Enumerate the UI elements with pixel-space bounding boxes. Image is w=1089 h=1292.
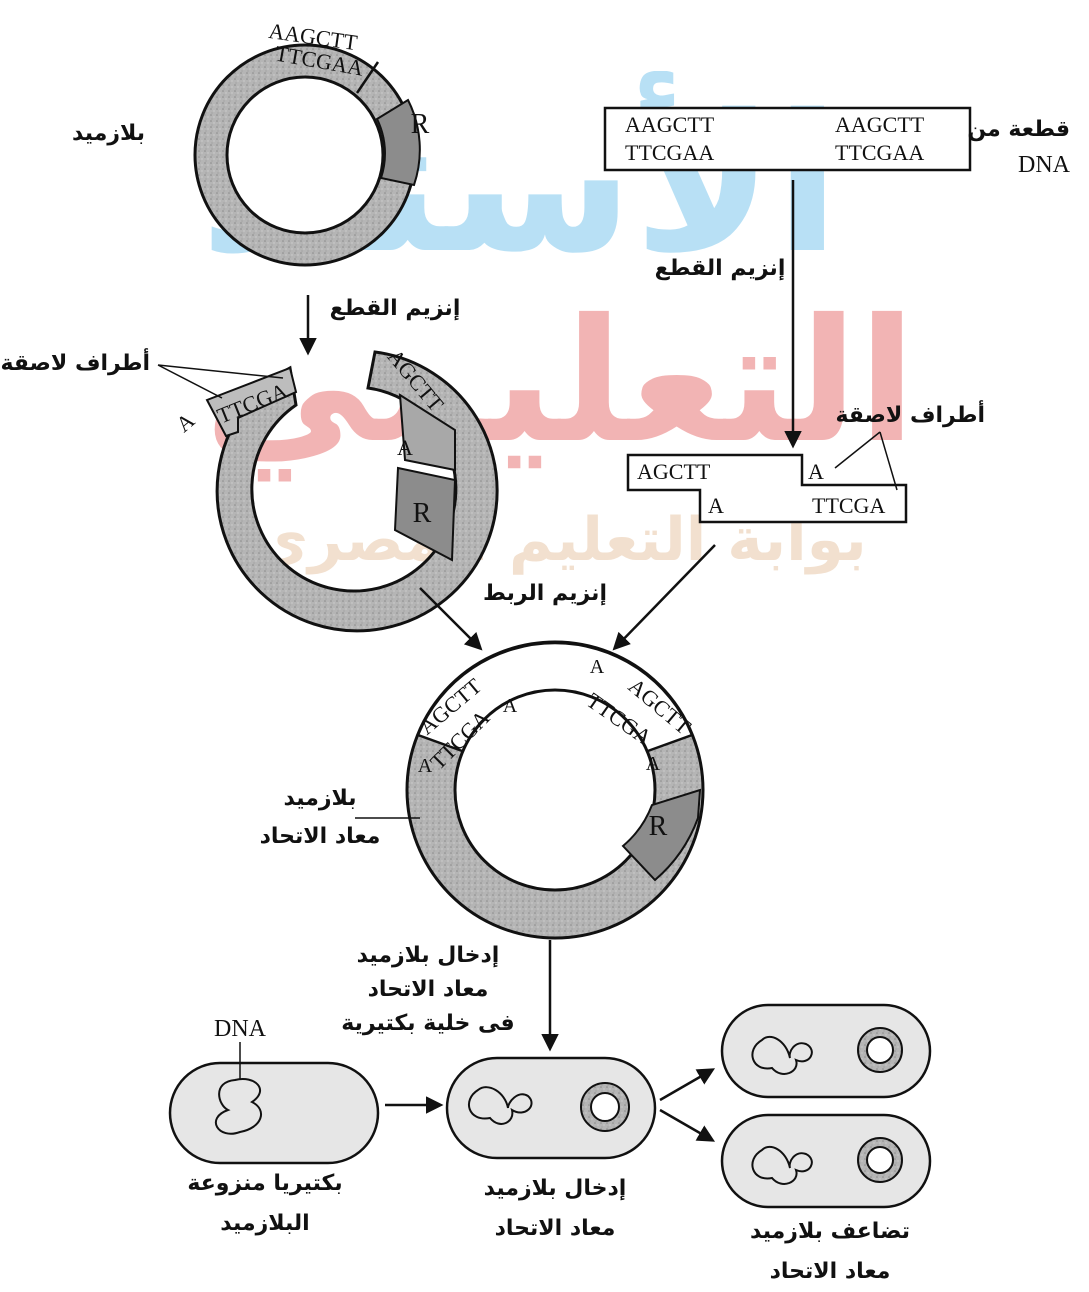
bacterium-1: DNA بكتيريا منزوعة البلازميد xyxy=(168,1016,380,1236)
bacterium-3-label-2: معاد الاتحاد xyxy=(770,1259,891,1284)
cut-fragment-top-left: AGCTT xyxy=(637,459,711,484)
sticky-ends-left-pointer xyxy=(157,364,284,399)
bacterium-1-body xyxy=(168,1061,380,1165)
sticky-ends-right: أطراف لاصقة xyxy=(835,399,985,428)
rec-left-a-outer: A xyxy=(418,755,433,777)
cut-left-base: A xyxy=(171,408,199,437)
cut-fragment-shape xyxy=(626,453,908,524)
ligase-arrow-right xyxy=(612,544,716,651)
recombinant-label-2: معاد الاتحاد xyxy=(260,824,381,849)
plasmid-label: بلازميد xyxy=(72,121,145,146)
insertion-line-2: معاد الاتحاد xyxy=(368,977,489,1002)
bacteria-dna-label: DNA xyxy=(214,1016,267,1042)
dna-fragment-box xyxy=(603,106,972,172)
ligase-label: إنزيم الربط xyxy=(483,581,607,606)
plasmid-hole xyxy=(225,75,385,235)
dna-left-bottom: TTCGAA xyxy=(625,140,714,165)
bacterium-2-dna xyxy=(468,1086,533,1125)
replicate-arrow-down xyxy=(659,1108,716,1142)
cut-fragment-bottom-left: A xyxy=(708,493,724,518)
bacterium-3a xyxy=(720,1003,932,1099)
cut-plasmid-gene-r: R xyxy=(413,498,432,529)
sticky-ends-left: أطراف لاصقة xyxy=(0,347,150,376)
dna-fragment-label-2: DNA xyxy=(1018,152,1071,178)
cut-plasmid-left-end xyxy=(205,366,298,438)
rec-right-a-inner: A xyxy=(646,753,661,775)
dna-right-top: AAGCTT xyxy=(835,112,925,137)
insertion-line-3: فى خلية بكتيرية xyxy=(341,1011,514,1036)
dna-fragment-label-1: قطعة من xyxy=(967,117,1070,142)
bacterium-2: إدخال بلازميد معاد الاتحاد xyxy=(445,1056,657,1241)
recombinant-hole xyxy=(453,688,657,892)
cut-enzyme-left: إنزيم القطع xyxy=(330,296,461,321)
cut-plasmid-right-end xyxy=(398,393,456,472)
ligase-arrow-left xyxy=(419,587,483,651)
recombinant-r-segment xyxy=(621,788,702,882)
insertion-line-1: إدخال بلازميد xyxy=(357,943,500,968)
bacterium-1-dna xyxy=(215,1078,263,1135)
bacterium-1-label-2: البلازميد xyxy=(220,1211,309,1236)
cut-right-base: A xyxy=(397,435,413,460)
dna-left-top: AAGCTT xyxy=(625,112,715,137)
sticky-ends-right-pointer xyxy=(834,431,898,491)
dna-right-bottom: TTCGAA xyxy=(835,140,924,165)
cut-enzyme-right: إنزيم القطع xyxy=(655,256,786,281)
bacterium-1-label-1: بكتيريا منزوعة xyxy=(187,1171,342,1196)
bacterium-2-label-1: إدخال بلازميد xyxy=(484,1176,627,1201)
bacterium-3a-dna xyxy=(751,1035,813,1075)
plasmid-gene-r-segment xyxy=(375,98,421,187)
recombinant-gene-r: R xyxy=(649,811,668,842)
plasmid-gene-r: R xyxy=(411,109,430,140)
bacterium-3b xyxy=(720,1113,932,1209)
cut-plasmid: TTCGA A AGCTT A R xyxy=(171,344,499,633)
rec-right-a-outer: A xyxy=(590,656,605,678)
cut-plasmid-ring xyxy=(215,350,499,633)
plasmid: R AAGCTT TTCGAA بلازميد xyxy=(72,18,430,267)
watermark-line2: التعليمي xyxy=(204,283,916,482)
replicate-arrow-up xyxy=(659,1068,716,1102)
cut-plasmid-r-segment xyxy=(393,466,457,562)
recombinant-plasmid: R AGCTT TTCGA A A AGCTT TTCGA A A xyxy=(405,640,705,940)
cut-fragment-top-right: A xyxy=(808,459,824,484)
bacterium-2-label-2: معاد الاتحاد xyxy=(495,1216,616,1241)
recombinant-label-1: بلازميد xyxy=(284,786,357,811)
cut-fragment: AGCTT A A TTCGA xyxy=(626,453,908,524)
bacterium-3-label-1: تضاعف بلازميد xyxy=(750,1219,910,1244)
bacterium-3b-dna xyxy=(751,1145,813,1185)
rec-left-a-inner: A xyxy=(503,695,518,717)
cut-fragment-bottom-right: TTCGA xyxy=(812,493,885,518)
dna-fragment: AAGCTT TTCGAA AAGCTT TTCGAA قطعة من DNA xyxy=(603,106,1071,178)
